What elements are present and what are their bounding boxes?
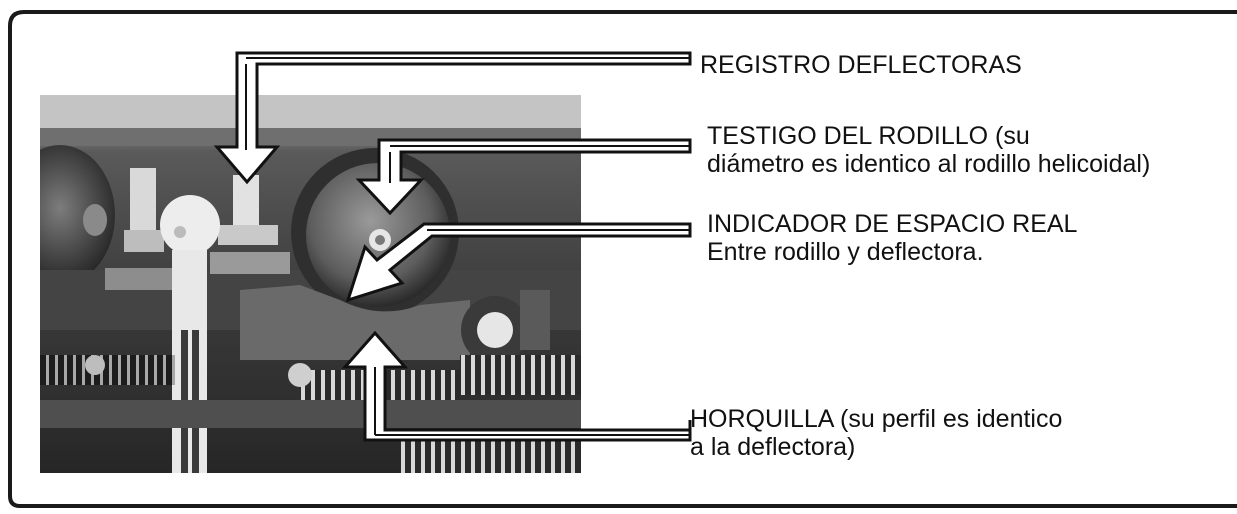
label-line: a la deflectora): [690, 433, 856, 461]
label-testigo-rodillo: TESTIGO DEL RODILLO (su diámetro es iden…: [707, 122, 1150, 178]
right-bolt: [477, 312, 513, 348]
label-horquilla: HORQUILLA (su perfil es identico a la de…: [690, 405, 1062, 461]
label-line: INDICADOR DE ESPACIO REAL: [707, 210, 1078, 238]
arrow-indicador: [345, 222, 692, 303]
label-line: REGISTRO DEFLECTORAS: [700, 51, 1022, 79]
label-registro-deflectoras: REGISTRO DEFLECTORAS: [700, 51, 1022, 79]
label-line: diámetro es identico al rodillo helicoid…: [707, 150, 1151, 178]
arrow-registro: [213, 51, 692, 185]
fork-shaft: [172, 250, 207, 473]
label-line: TESTIGO DEL RODILLO (su: [707, 122, 1030, 150]
spring: [40, 355, 175, 385]
label-line: Entre rodillo y deflectora.: [707, 238, 984, 266]
label-indicador-espacio: INDICADOR DE ESPACIO REAL Entre rodillo …: [707, 210, 1077, 266]
label-line: HORQUILLA (su perfil es identico: [690, 405, 1063, 433]
fork-head: [160, 195, 220, 255]
arrow-horquilla: [341, 330, 692, 442]
spring: [460, 355, 581, 395]
bolt: [130, 168, 156, 238]
arrow-testigo: [355, 138, 692, 216]
left-roller: [40, 145, 115, 285]
frame-border: [8, 10, 1237, 508]
